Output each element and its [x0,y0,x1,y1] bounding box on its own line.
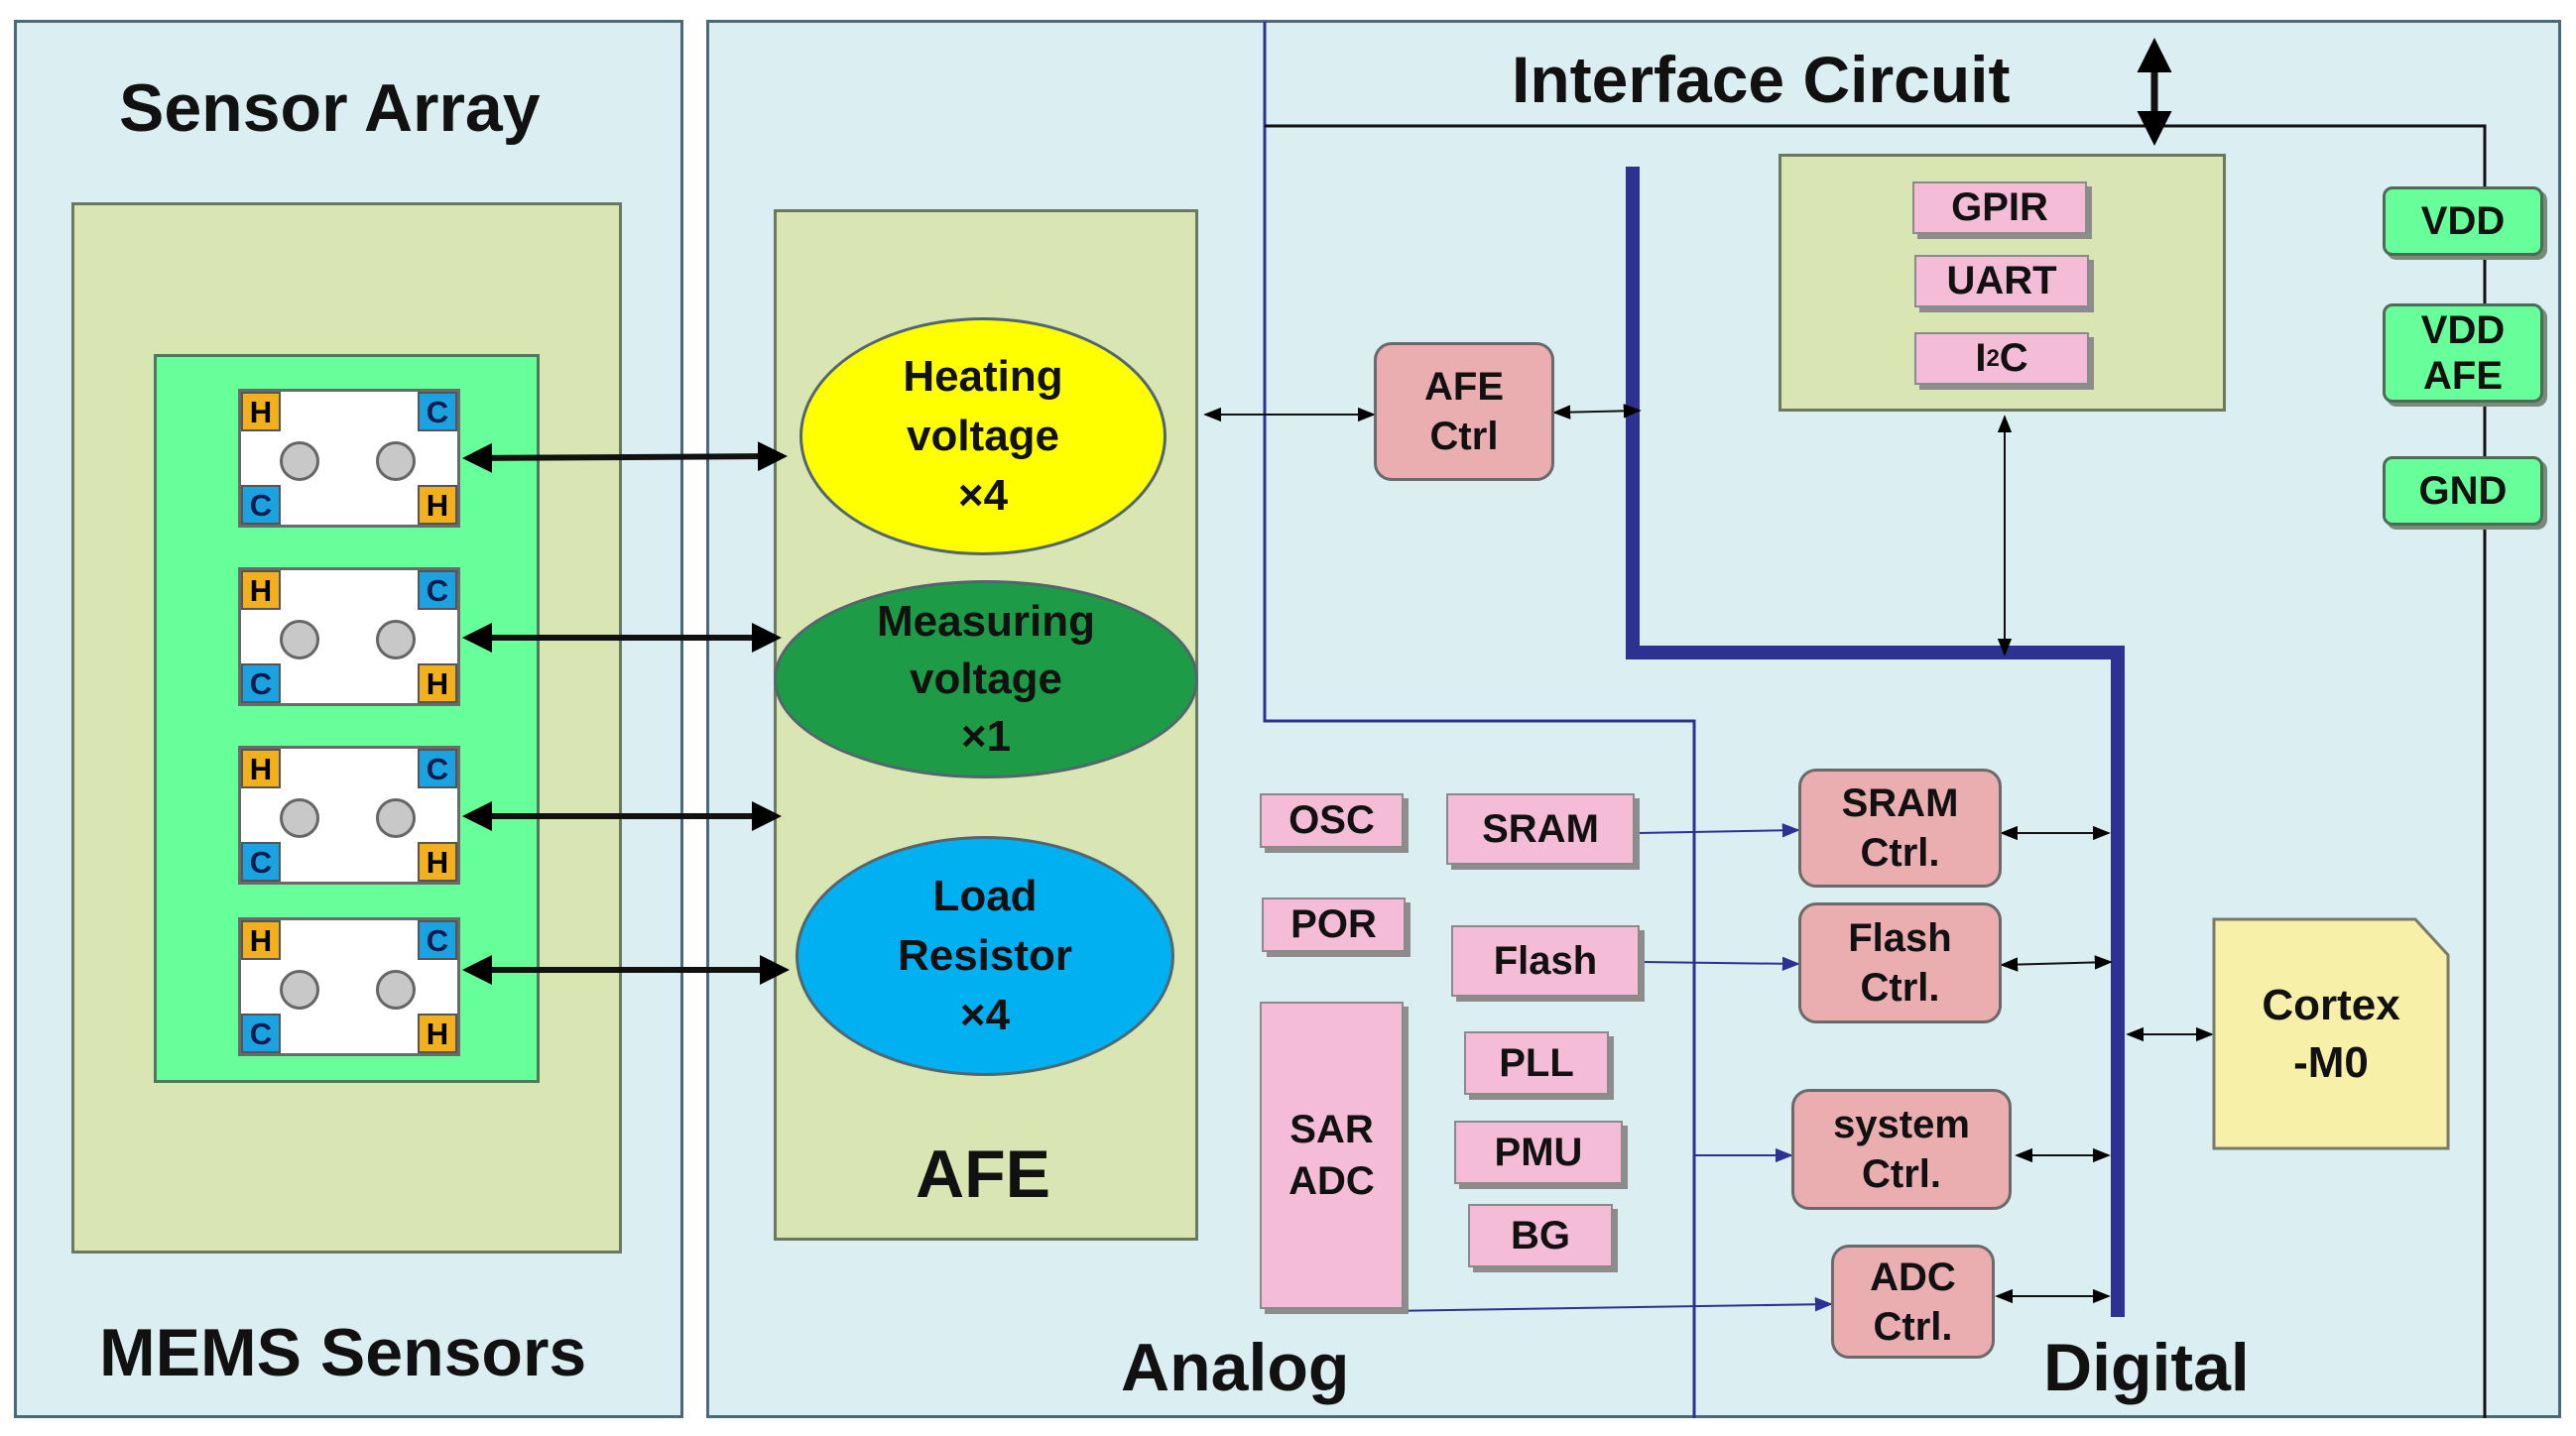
heater-terminal-tag: H [241,749,281,788]
heater-terminal-tag: H [418,1014,457,1053]
sram-ctrl-line2: Ctrl. [1860,831,1940,875]
electrode-pad [280,970,319,1010]
mems-sensor-1: H C C H [238,389,460,528]
digital-title: Digital [2043,1330,2250,1405]
analog-title: Analog [1121,1330,1350,1405]
vdd-pin: VDD [2383,186,2543,256]
mems-sensor-4: H C C H [238,917,460,1056]
osc-block: OSC [1260,793,1404,848]
contact-terminal-tag: C [418,570,457,610]
cortex-m0-line1: Cortex [2262,980,2400,1029]
contact-terminal-tag: C [241,485,281,525]
electrode-pad [280,441,319,481]
gnd-pin: GND [2383,456,2543,526]
flash-block: Flash [1451,925,1640,997]
afe-ctrl-line1: AFE [1424,365,1504,409]
interface-circuit-title: Interface Circuit [1512,43,2011,116]
adc-ctrl-line1: ADC [1870,1255,1956,1299]
vdd-afe-pin: VDD AFE [2383,303,2543,403]
measuring-voltage-line1: Measuring [876,597,1096,646]
heating-voltage-block: Heating voltage ×4 [799,317,1166,555]
electrode-pad [376,970,416,1010]
i2c-superscript: 2 [1986,344,2000,372]
mems-sensors-title: MEMS Sensors [99,1315,587,1390]
electrode-pad [280,798,319,838]
i2c-label-tail: C [1999,336,2028,380]
system-ctrl-line2: Ctrl. [1862,1152,1941,1196]
sram-ctrl-block: SRAM Ctrl. [1798,769,2002,888]
system-ctrl-block: system Ctrl. [1791,1089,2012,1210]
adc-ctrl-block: ADC Ctrl. [1831,1245,1995,1359]
flash-ctrl-block: Flash Ctrl. [1798,902,2002,1023]
gpir-block: GPIR [1912,181,2087,234]
mems-sensor-3: H C C H [238,746,460,885]
afe-ctrl-line2: Ctrl [1429,415,1499,458]
electrode-pad [376,620,416,659]
load-resistor-line3: ×4 [959,991,1011,1039]
heater-terminal-tag: H [241,570,281,610]
adc-ctrl-line2: Ctrl. [1873,1304,1953,1349]
measuring-voltage-line3: ×1 [960,712,1012,761]
heater-terminal-tag: H [241,392,281,431]
sensor-array-title: Sensor Array [119,70,541,146]
flash-ctrl-line1: Flash [1848,916,1952,960]
bg-block: BG [1468,1204,1613,1267]
contact-terminal-tag: C [241,663,281,703]
heater-terminal-tag: H [418,663,457,703]
measuring-voltage-line2: voltage [909,655,1063,703]
sar-adc-line1: SAR [1289,1108,1374,1151]
por-block: POR [1262,898,1406,952]
heater-terminal-tag: H [418,842,457,882]
electrode-pad [280,620,319,659]
i2c-label: I [1975,336,1987,380]
vdd-afe-line1: VDD [2420,308,2506,352]
heating-voltage-line1: Heating [903,352,1063,401]
sram-block: SRAM [1446,793,1635,865]
load-resistor-line2: Resistor [897,931,1073,980]
contact-terminal-tag: C [418,920,457,960]
pmu-block: PMU [1454,1121,1623,1184]
cortex-m0-block: Cortex -M0 [2212,917,2450,1150]
electrode-pad [376,798,416,838]
mems-sensor-2: H C C H [238,567,460,706]
load-resistor-block: Load Resistor ×4 [796,836,1174,1076]
heater-terminal-tag: H [418,485,457,525]
contact-terminal-tag: C [241,1014,281,1053]
heating-voltage-line3: ×4 [957,471,1009,520]
system-ctrl-line1: system [1833,1103,1970,1146]
electrode-pad [376,441,416,481]
afe-ctrl-block: AFE Ctrl [1374,342,1554,481]
sar-adc-line2: ADC [1288,1159,1375,1203]
contact-terminal-tag: C [241,842,281,882]
heater-terminal-tag: H [241,920,281,960]
cortex-m0-shape [2212,917,2450,1150]
cortex-m0-line2: -M0 [2293,1037,2369,1087]
contact-terminal-tag: C [418,392,457,431]
afe-title: AFE [916,1137,1050,1212]
vdd-afe-line2: AFE [2423,354,2503,398]
load-resistor-line1: Load [932,872,1038,920]
contact-terminal-tag: C [418,749,457,788]
heating-voltage-line2: voltage [906,412,1060,460]
sar-adc-block: SAR ADC [1260,1002,1404,1309]
sram-ctrl-line1: SRAM [1841,781,1959,825]
pll-block: PLL [1464,1031,1609,1095]
measuring-voltage-block: Measuring voltage ×1 [774,580,1198,778]
flash-ctrl-line2: Ctrl. [1860,966,1940,1010]
uart-block: UART [1914,255,2089,307]
